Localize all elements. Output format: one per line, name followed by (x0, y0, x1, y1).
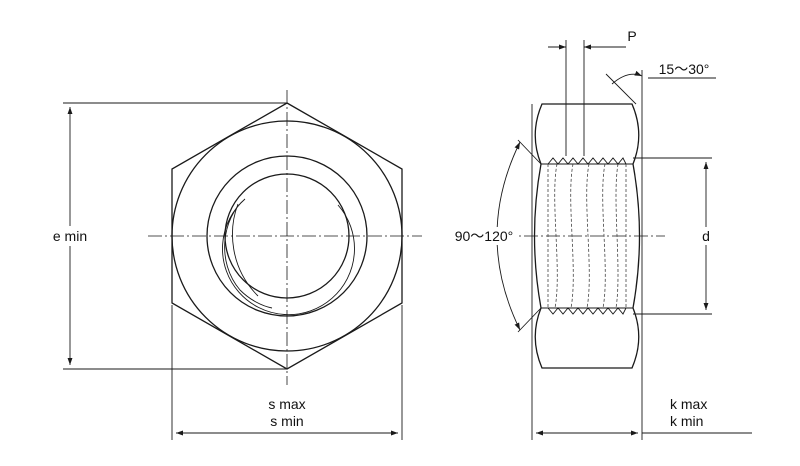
thread-diameter-label: d (702, 228, 710, 244)
bearing-angle-label: 90～120° (455, 228, 514, 244)
s-max-label: s max (268, 396, 305, 412)
chamfer-angle-label: 15～30° (659, 61, 710, 77)
k-min-label: k min (670, 413, 703, 429)
chamfer-circle (171, 120, 403, 352)
s-dimension: s max s min (171, 305, 403, 440)
side-view-outline (533, 103, 641, 369)
front-view: e min s max s min (40, 90, 422, 440)
bearing-angle-dimension: 90～120° (450, 139, 542, 333)
k-max-label: k max (670, 396, 707, 412)
pitch-dimension: P (548, 28, 637, 156)
chamfer-angle-dimension: 15～30° (605, 61, 716, 105)
e-min-label: e min (53, 228, 87, 244)
pitch-label: P (627, 28, 636, 44)
thread-spiral (222, 198, 355, 316)
bearing-circle (206, 155, 368, 317)
thread-hidden-lines (547, 157, 627, 315)
bore-circle (224, 173, 350, 299)
s-min-label: s min (270, 413, 303, 429)
side-view: P 15～30° 90～120° d k (450, 28, 752, 440)
e-min-dimension: e min (40, 102, 287, 370)
k-dimension: k max k min (531, 368, 752, 440)
front-view-centerlines (148, 90, 422, 385)
thread-diameter-dimension: d (633, 157, 716, 315)
